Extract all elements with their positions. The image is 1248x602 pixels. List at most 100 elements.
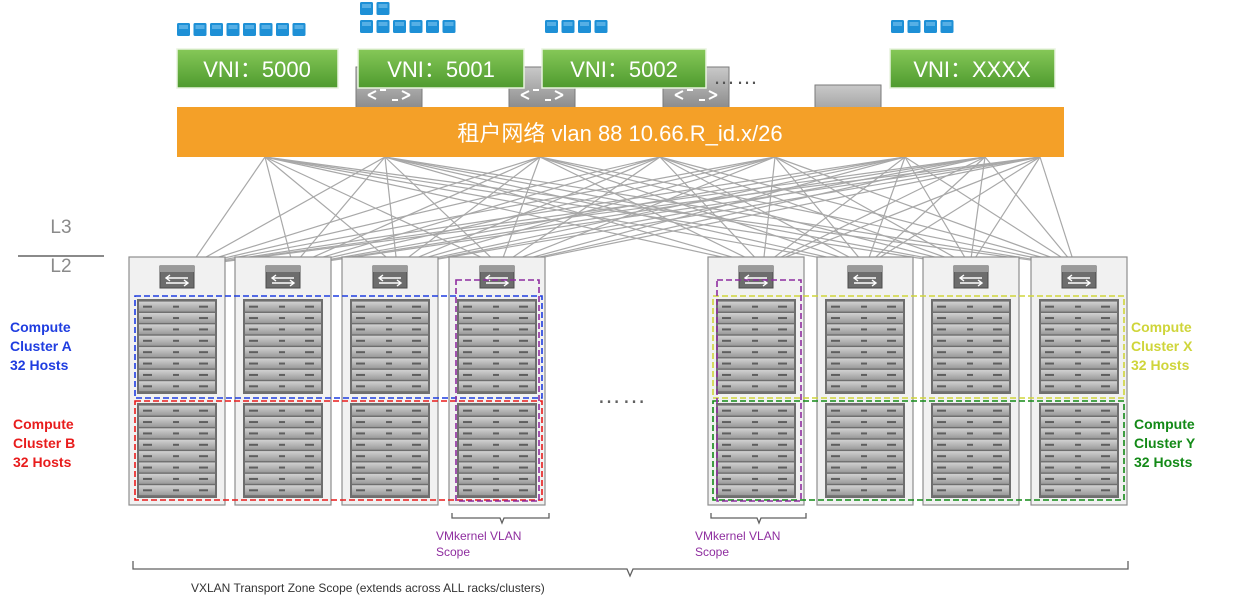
- server-unit-led: [1101, 466, 1110, 469]
- vm-icon-highlight: [395, 22, 404, 26]
- server-unit-led: [778, 339, 787, 342]
- transport-zone-bracket: [132, 561, 1129, 578]
- uplink-line: [396, 156, 541, 267]
- uplink-line: [189, 156, 776, 267]
- server-unit-led: [1045, 362, 1054, 365]
- server-unit-led: [993, 351, 1002, 354]
- server-unit-led: [778, 362, 787, 365]
- server-unit-led: [199, 477, 208, 480]
- server-unit-led: [993, 421, 1002, 424]
- server-unit-led: [831, 328, 840, 331]
- server-block: [716, 299, 796, 394]
- uplink-line: [292, 156, 906, 267]
- uplink-line: [264, 156, 764, 267]
- server-unit-led: [967, 385, 973, 388]
- server-unit-led: [993, 362, 1002, 365]
- server-unit-led: [1101, 362, 1110, 365]
- tor-switch-arrows: [743, 274, 769, 287]
- server-unit-led: [887, 362, 896, 365]
- server-unit-led: [1075, 409, 1081, 412]
- server-unit-led: [412, 489, 421, 492]
- cluster-a-label: Compute Cluster A 32 Hosts: [10, 319, 72, 373]
- server-unit-led: [143, 351, 152, 354]
- server-block: [243, 299, 323, 394]
- server-unit-led: [722, 489, 731, 492]
- vm-icon: [292, 23, 306, 36]
- server-unit-led: [1075, 362, 1081, 365]
- server-unit-led: [752, 489, 758, 492]
- server-unit-led: [356, 477, 365, 480]
- server-unit-led: [887, 432, 896, 435]
- server-unit-led: [279, 421, 285, 424]
- server-unit-led: [412, 385, 421, 388]
- server-unit-led: [493, 455, 499, 458]
- server-unit-led: [1101, 443, 1110, 446]
- server-unit-led: [386, 443, 392, 446]
- uplink-line: [189, 156, 906, 267]
- server-unit-led: [463, 362, 472, 365]
- server-unit-led: [861, 351, 867, 354]
- uplink-line: [189, 156, 1041, 267]
- cluster-b-line1: Compute: [13, 416, 74, 432]
- server-unit-led: [356, 455, 365, 458]
- server-unit-led: [887, 305, 896, 308]
- vmkernel-bracket-left: [451, 513, 550, 525]
- server-unit-led: [993, 317, 1002, 320]
- tor-switch-arrows: [484, 274, 510, 287]
- server-unit-led: [493, 351, 499, 354]
- server-unit-led: [752, 421, 758, 424]
- server-unit-led: [861, 317, 867, 320]
- uplink-line: [189, 156, 541, 267]
- server-unit-led: [305, 443, 314, 446]
- server-unit-led: [778, 432, 787, 435]
- core-switch-arrows: [367, 89, 411, 101]
- server-unit-led: [752, 328, 758, 331]
- server-unit-led: [173, 362, 179, 365]
- server-unit-led: [249, 489, 258, 492]
- server-block: [931, 299, 1011, 394]
- server-unit-led: [831, 489, 840, 492]
- server-unit-led: [412, 339, 421, 342]
- tenant-network-box: [177, 107, 1064, 157]
- server-unit-led: [993, 443, 1002, 446]
- vm-icon-highlight: [378, 4, 388, 8]
- server-unit-led: [279, 409, 285, 412]
- server-unit-led: [199, 432, 208, 435]
- server-unit-led: [1075, 339, 1081, 342]
- vm-icon: [376, 2, 390, 15]
- uplink-line: [396, 156, 986, 267]
- server-unit-led: [412, 351, 421, 354]
- vm-icon-highlight: [228, 25, 238, 29]
- server-unit-led: [305, 489, 314, 492]
- server-unit-led: [778, 351, 787, 354]
- server-unit-led: [752, 385, 758, 388]
- server-unit-led: [305, 477, 314, 480]
- server-unit-led: [305, 362, 314, 365]
- server-unit-led: [279, 328, 285, 331]
- server-unit-led: [173, 466, 179, 469]
- vm-icon: [226, 23, 240, 36]
- server-unit-led: [967, 443, 973, 446]
- vm-icon-highlight: [261, 25, 271, 29]
- server-unit-led: [173, 421, 179, 424]
- server-unit-led: [279, 362, 285, 365]
- server-unit-led: [143, 373, 152, 376]
- server-unit-led: [1101, 328, 1110, 331]
- server-block: [243, 403, 323, 498]
- server-unit-led: [356, 385, 365, 388]
- server-unit-led: [412, 443, 421, 446]
- server-unit-led: [937, 339, 946, 342]
- cluster-a-outline: [134, 295, 543, 399]
- server-unit-led: [831, 466, 840, 469]
- vm-icon-highlight: [547, 22, 556, 26]
- uplink-line: [499, 156, 1041, 267]
- server-unit-led: [199, 409, 208, 412]
- server-unit-led: [778, 477, 787, 480]
- server-unit-led: [778, 489, 787, 492]
- server-unit-led: [199, 455, 208, 458]
- server-unit-led: [199, 466, 208, 469]
- server-unit-led: [1045, 421, 1054, 424]
- server-unit-led: [1045, 317, 1054, 320]
- server-unit-led: [305, 339, 314, 342]
- uplink-line: [499, 156, 661, 267]
